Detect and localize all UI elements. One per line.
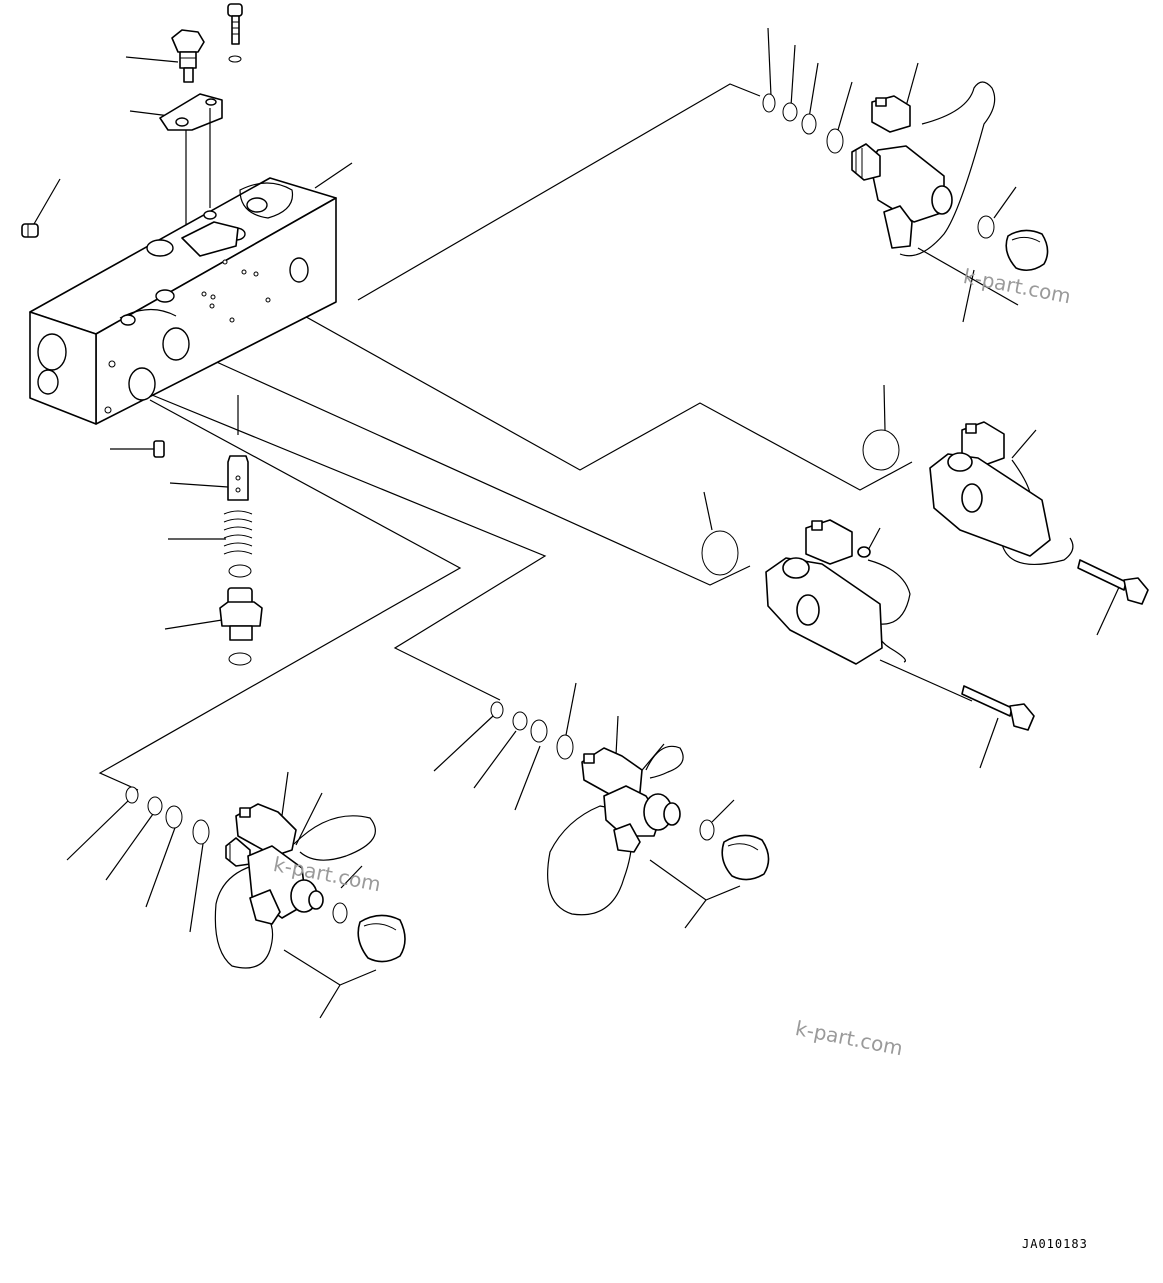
leader-lines xyxy=(33,27,1121,1019)
o-rings-top-right xyxy=(762,93,995,239)
valve-block xyxy=(29,177,337,425)
cap-lower-middle xyxy=(721,834,770,881)
o-ring-mid-right-lower xyxy=(701,530,739,576)
solenoid-lower-left xyxy=(214,803,376,969)
side-plug xyxy=(21,223,39,238)
o-rings-lower-left xyxy=(125,786,348,924)
solenoid-lower-middle xyxy=(547,745,684,916)
bottom-plug xyxy=(153,440,165,458)
cap-lower-left xyxy=(357,914,406,963)
solenoid-valve-mid-right-upper xyxy=(929,421,1074,566)
bolt-mid-right-upper xyxy=(1077,559,1149,605)
breather-plug xyxy=(171,29,205,83)
mounting-bracket xyxy=(159,93,223,232)
solenoid-valve-mid-right-lower xyxy=(765,519,911,665)
bolt-mid-right-lower xyxy=(961,685,1035,731)
cap-top-right xyxy=(1005,229,1049,272)
o-rings-lower-middle xyxy=(490,701,715,841)
o-ring-mid-right-upper xyxy=(862,429,900,471)
relief-valve-stack xyxy=(219,395,263,666)
top-bolt xyxy=(227,3,243,63)
routing-lines xyxy=(98,83,1019,791)
drawing-code: JA010183 xyxy=(1022,1237,1088,1251)
solenoid-top-right xyxy=(851,81,996,257)
